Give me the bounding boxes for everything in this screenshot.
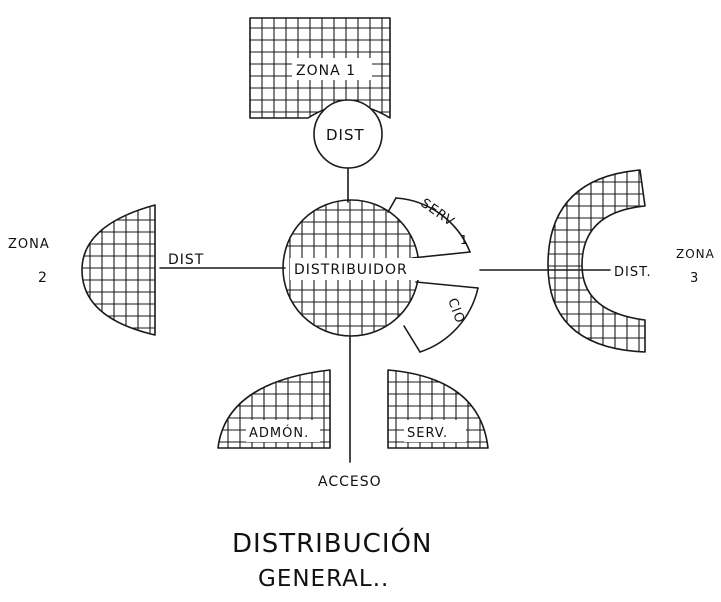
zona-1-label: ZONA 1 [296, 63, 356, 79]
dist-left-label: DIST [168, 252, 204, 268]
cio-arc [419, 287, 479, 353]
admon-label: ADMÓN. [249, 425, 309, 441]
admon-outline [217, 369, 331, 449]
distribuidor-block: DISTRIBUIDOR SERV 1 CIO [282, 196, 479, 353]
zona-1-label-bg [292, 58, 372, 80]
serv-block: SERV. [387, 369, 489, 449]
dist-top-node: DIST [313, 99, 383, 169]
dist-right-label: DIST. [614, 265, 652, 280]
zona-1-block: ZONA 1 [249, 17, 391, 119]
zona-3-outline [547, 169, 646, 353]
zona-2-hatching [82, 205, 155, 335]
admon-block: ADMÓN. [217, 369, 331, 449]
serv-index-label: 1 [460, 233, 469, 247]
zona-2-outline [81, 204, 156, 336]
serv-arc-tick-2 [411, 251, 471, 259]
zona-1-hatching [250, 18, 390, 118]
title-line-2: GENERAL.. [258, 566, 389, 592]
zona-3-label: ZONA [676, 247, 715, 261]
cio-arc-tick-2 [403, 325, 421, 353]
serv-arc [395, 197, 471, 253]
serv-label-bg [404, 420, 466, 442]
title-line-1: DISTRIBUCIÓN [232, 527, 432, 559]
serv-outline [387, 369, 489, 449]
zona-3-block: DIST. ZONA 3 [547, 169, 715, 353]
zona-2-label: ZONA [8, 237, 50, 252]
admon-label-bg [246, 420, 320, 442]
distribuidor-label-bg [290, 258, 432, 280]
cio-arc-tick-1 [415, 281, 479, 289]
zona-2-number: 2 [38, 270, 48, 286]
zona-3-number: 3 [690, 271, 699, 286]
dist-top-label: DIST [326, 126, 365, 144]
distribuidor-label: DISTRIBUIDOR [294, 262, 408, 278]
serv-bottom-label: SERV. [407, 426, 448, 441]
acceso-label: ACCESO [318, 474, 382, 490]
serv-arc-tick-1 [387, 197, 397, 213]
dist-right-label-bg [612, 260, 662, 280]
serv-vertical-label: SERV [418, 196, 457, 230]
zona-2-block: ZONA 2 DIST [8, 204, 204, 336]
cio-label: CIO [444, 296, 467, 326]
